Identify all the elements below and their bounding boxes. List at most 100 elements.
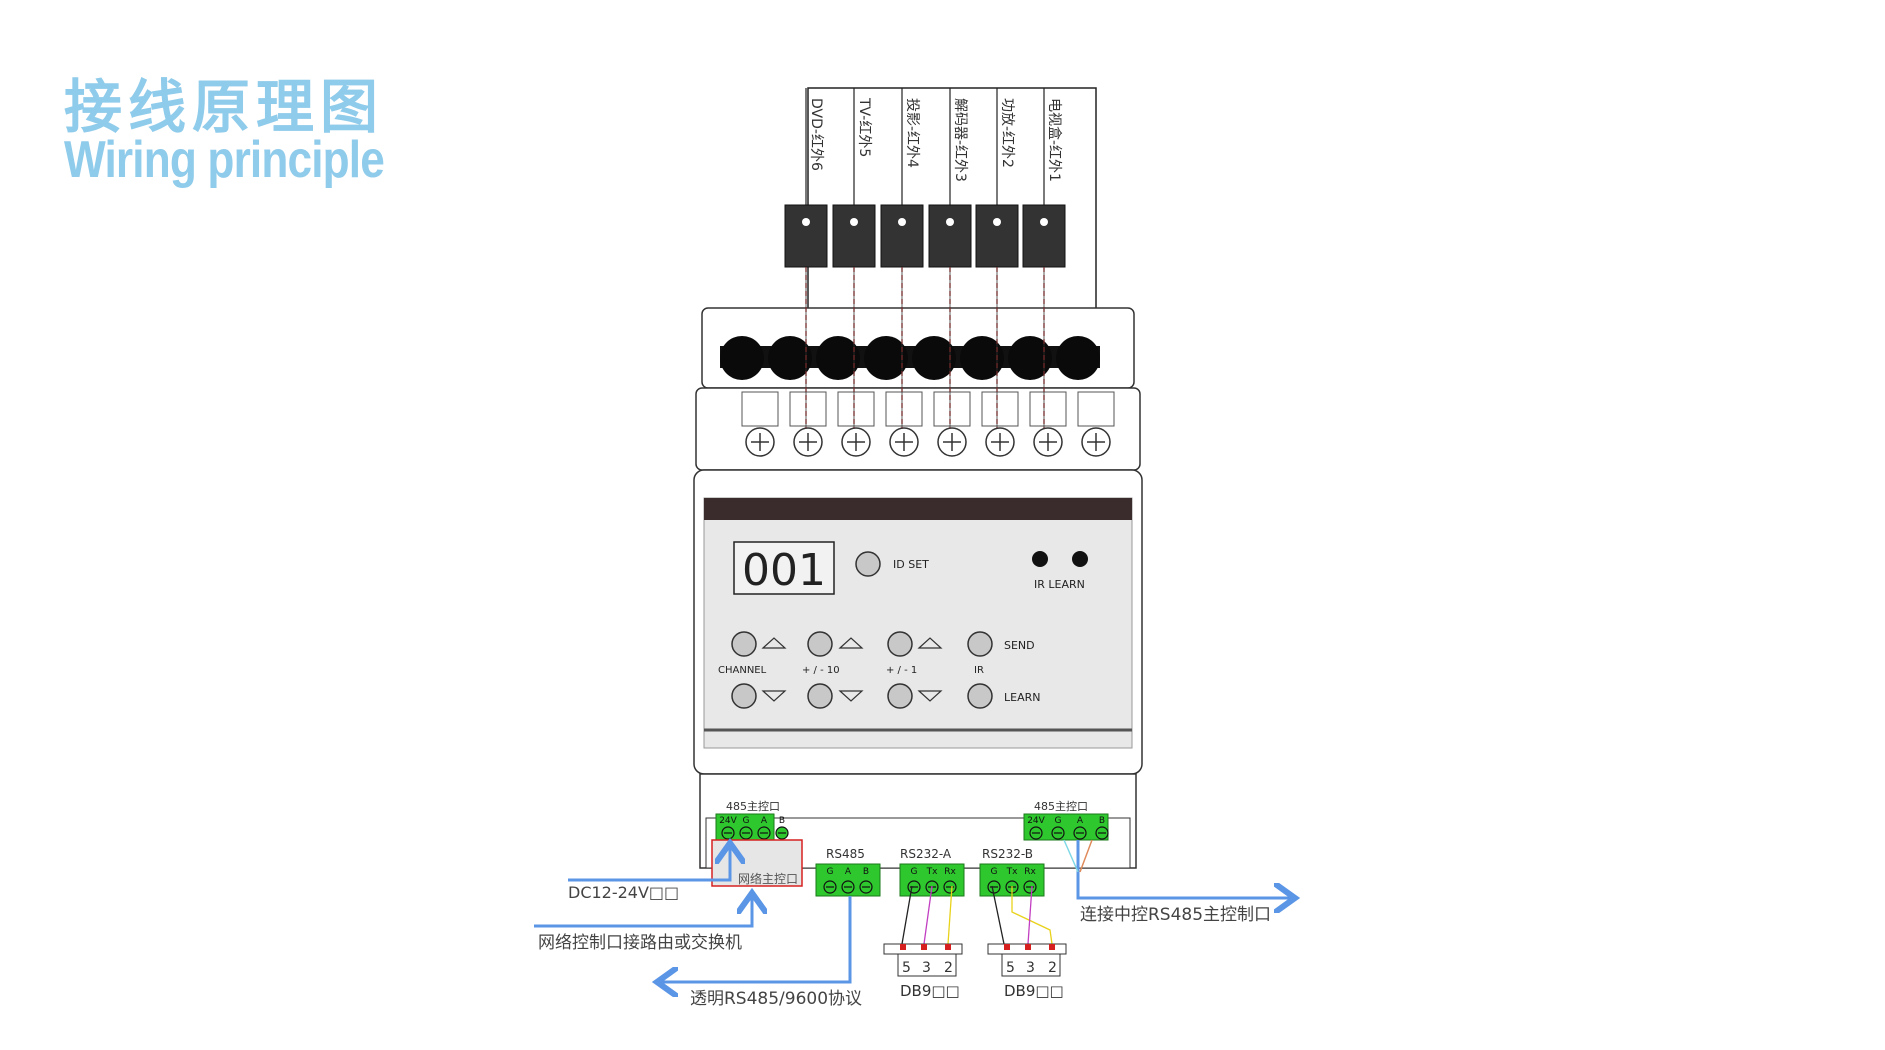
ir-emitter-label: 电视盒-红外1 — [1046, 98, 1063, 182]
main485-arrow — [1076, 840, 1292, 898]
db9-b-pin-5: 5 — [1006, 960, 1015, 976]
terminal-knob — [1056, 336, 1100, 380]
terminal-knob — [816, 336, 860, 380]
db9-b-label: DB9□□ — [1004, 982, 1064, 1000]
pin-label: Tx — [1006, 867, 1018, 877]
title-chinese: 接线原理图 — [64, 73, 385, 141]
ir-learn-sensor-right — [1072, 551, 1088, 567]
plus-minus-10-label: + / - 10 — [802, 665, 840, 676]
connect-main-annotation: 连接中控RS485主控制口 — [1080, 905, 1271, 925]
id-set-button[interactable] — [855, 551, 881, 577]
up-arrow-icon — [917, 637, 943, 649]
send-label: SEND — [1004, 639, 1035, 652]
channel-label: CHANNEL — [718, 665, 767, 676]
pin-label: B — [779, 816, 785, 826]
ir-emitter-label: 功放-红外2 — [999, 98, 1015, 168]
ir-learn-sensor-left — [1032, 551, 1048, 567]
db9-b-pin-2: 2 — [1048, 960, 1057, 976]
pin-label: 24V — [719, 816, 737, 826]
learn-label: LEARN — [1004, 691, 1040, 704]
rs485-label: RS485 — [826, 847, 865, 861]
ir-emitter-head — [880, 204, 924, 268]
terminal-knob — [1008, 336, 1052, 380]
title-english: Wiring principle — [64, 131, 385, 189]
transparent-annotation: 透明RS485/9600协议 — [690, 989, 862, 1009]
pin-label: B — [863, 867, 869, 877]
ir-emitter-head — [1022, 204, 1066, 268]
id-set-label: ID SET — [893, 558, 929, 571]
pin-label: G — [1055, 816, 1062, 826]
terminal-knob — [960, 336, 1004, 380]
ir-led-icon — [993, 218, 1001, 226]
annotation-arrows — [534, 840, 1292, 982]
db9-connector-b: 5 3 2 DB9□□ — [987, 943, 1067, 1000]
ir-wires — [805, 267, 1045, 428]
network-port-label: 网络主控口 — [738, 871, 798, 886]
ir-label: IR — [974, 665, 984, 676]
ir-learn-label: IR LEARN — [1034, 578, 1085, 591]
plus1-down-button[interactable] — [887, 683, 913, 709]
channel-up-button[interactable] — [731, 631, 757, 657]
pin-label: G — [911, 867, 918, 877]
ir-emitter-group: DVD-红外6 TV-红外5 投影-红外4 解码器-红外3 功放-红外2 电视盒-红外1 — [784, 87, 1097, 317]
display-value: 001 — [742, 545, 826, 596]
down-arrow-icon — [761, 690, 787, 702]
ir-emitter-label: 解码器-红外3 — [952, 98, 968, 182]
rs232b-label: RS232-B — [982, 847, 1033, 861]
ir-emitter-label: DVD-红外6 — [808, 98, 824, 171]
channel-down-button[interactable] — [731, 683, 757, 709]
plus10-up-button[interactable] — [807, 631, 833, 657]
pin-label: G — [827, 867, 834, 877]
ir-emitter-label: 投影-红外4 — [904, 98, 920, 168]
pin-label: A — [1077, 816, 1084, 826]
power-annotation: DC12-24V□□ — [568, 883, 679, 902]
network-arrow — [534, 896, 752, 928]
pin-label: Tx — [926, 867, 938, 877]
db9-connector-a: 5 3 2 DB9□□ — [883, 943, 963, 1000]
power-arrow — [568, 846, 730, 882]
ir-emitter-head — [975, 204, 1019, 268]
pin-label: A — [761, 816, 768, 826]
terminal-knob — [768, 336, 812, 380]
down-arrow-icon — [917, 690, 943, 702]
pin-label: Rx — [944, 867, 956, 877]
pin-label: G — [991, 867, 998, 877]
ir-led-icon — [850, 218, 858, 226]
pin-label: B — [1099, 816, 1105, 826]
plus1-up-button[interactable] — [887, 631, 913, 657]
pin-label: A — [845, 867, 852, 877]
display-frame — [733, 541, 835, 595]
db9-a-label: DB9□□ — [900, 982, 960, 1000]
ir-led-icon — [1040, 218, 1048, 226]
terminal-knob — [912, 336, 956, 380]
rs232a-label: RS232-A — [900, 847, 952, 861]
main-485-right-label: 485主控口 — [1034, 799, 1088, 813]
top-terminal-block — [695, 307, 1141, 471]
down-arrow-icon — [838, 690, 864, 702]
up-arrow-icon — [838, 637, 864, 649]
rs232-wires — [901, 885, 1053, 945]
send-button[interactable] — [967, 631, 993, 657]
plus-minus-1-label: + / - 1 — [886, 665, 917, 676]
ir-emitter-head — [832, 204, 876, 268]
ir-led-icon — [946, 218, 954, 226]
control-panel: SEND CHANNEL + / - 10 + / - 1 IR LEARN — [718, 631, 1040, 709]
ir-emitter-head — [928, 204, 972, 268]
ir-led-icon — [898, 218, 906, 226]
db9-a-pin-5: 5 — [902, 960, 911, 976]
network-annotation: 网络控制口接路由或交换机 — [538, 933, 742, 953]
ir-emitter-label: TV-红外5 — [856, 97, 872, 157]
terminal-knob — [864, 336, 908, 380]
db9-b-pin-3: 3 — [1026, 960, 1035, 976]
terminal-knob — [720, 336, 764, 380]
main-485-left-label: 485主控口 — [726, 799, 780, 813]
plus10-down-button[interactable] — [807, 683, 833, 709]
pin-label: Rx — [1024, 867, 1036, 877]
db9-a-pin-2: 2 — [944, 960, 953, 976]
rs485-arrow — [660, 896, 852, 982]
ir-emitter-head — [784, 204, 828, 268]
pin-label: 24V — [1027, 816, 1045, 826]
learn-button[interactable] — [967, 683, 993, 709]
